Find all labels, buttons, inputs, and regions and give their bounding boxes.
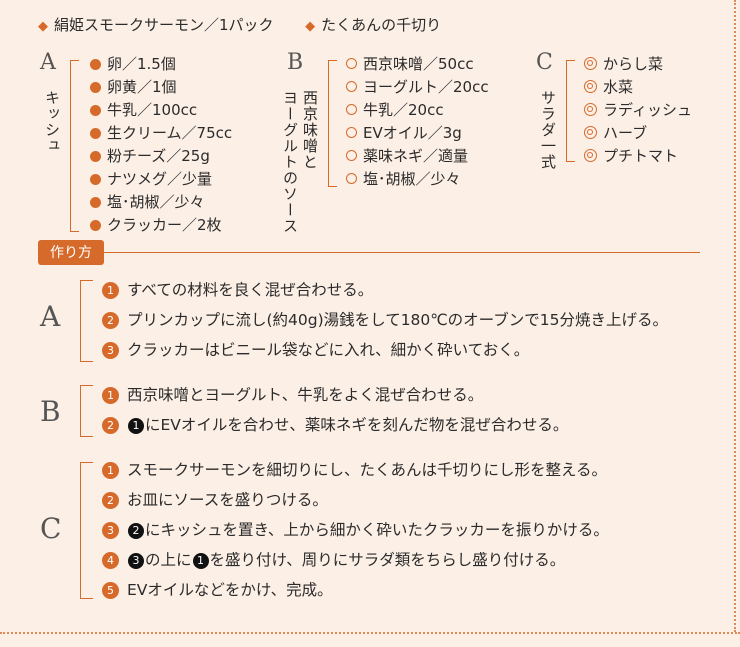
- step-letter: B: [40, 395, 61, 428]
- dot-icon: [90, 82, 101, 93]
- list-item: からし菜: [584, 53, 692, 76]
- ingredient-list: 西京味噌／50cc ヨーグルト／20cc 牛乳／20cc EVオイル／3g 薬味…: [346, 53, 489, 191]
- group-label-line1: 西京味噌と: [301, 90, 319, 170]
- group-label: キッシュ: [43, 90, 61, 154]
- double-circle-icon: [584, 126, 597, 139]
- step-letter: A: [40, 300, 61, 333]
- dot-icon: [90, 174, 101, 185]
- list-item: ナツメグ／少量: [90, 168, 232, 191]
- list-item: ラディッシュ: [584, 99, 692, 122]
- list-item: 牛乳／100cc: [90, 99, 232, 122]
- diamond-icon: ◆: [38, 19, 48, 34]
- dot-icon: [90, 151, 101, 162]
- list-item: 粉チーズ／25g: [90, 145, 232, 168]
- double-circle-icon: [584, 149, 597, 162]
- list-item: 西京味噌／50cc: [346, 53, 489, 76]
- step-reference: 3: [128, 553, 144, 569]
- bracket: [80, 462, 93, 599]
- dot-icon: [90, 220, 101, 231]
- list-item: クラッカー／2枚: [90, 214, 232, 237]
- header-item-takuan: たくあんの千切り: [321, 16, 442, 34]
- double-circle-icon: [584, 103, 597, 116]
- list-item: 水菜: [584, 76, 692, 99]
- method-heading: 作り方: [38, 240, 104, 265]
- group-label: サラダ一式: [539, 90, 557, 170]
- list-item: ハーブ: [584, 122, 692, 145]
- list-item: 塩･胡椒／少々: [90, 191, 232, 214]
- list-item: ヨーグルト／20cc: [346, 76, 489, 99]
- step-reference: 1: [192, 553, 209, 569]
- list-item: プチトマト: [584, 145, 692, 168]
- group-label-line2: ヨーグルトのソース: [281, 90, 299, 234]
- dotted-border-right: [734, 0, 736, 632]
- list-item: 卵黄／1個: [90, 76, 232, 99]
- list-item: 塩･胡椒／少々: [346, 168, 489, 191]
- ingredient-list: 卵／1.5個 卵黄／1個 牛乳／100cc 生クリーム／75cc 粉チーズ／25…: [90, 53, 232, 237]
- diamond-icon: ◆: [305, 19, 316, 34]
- group-letter: A: [40, 50, 56, 75]
- dot-icon: [90, 59, 101, 70]
- step-letter: C: [40, 512, 62, 545]
- ingredient-list: からし菜 水菜 ラディッシュ ハーブ プチトマト: [584, 53, 692, 168]
- bracket: [328, 60, 337, 187]
- dot-icon: [90, 197, 101, 208]
- bracket: [566, 60, 575, 162]
- list-item: EVオイル／3g: [346, 122, 489, 145]
- group-letter: B: [287, 50, 304, 75]
- dot-icon: [90, 128, 101, 139]
- circle-icon: [346, 173, 357, 184]
- step-reference: 2: [128, 523, 144, 539]
- circle-icon: [346, 150, 357, 161]
- circle-icon: [346, 127, 357, 138]
- list-item: 牛乳／20cc: [346, 99, 489, 122]
- dotted-border-bottom: [0, 632, 740, 634]
- header-item-salmon: 絹姫スモークサーモン／1パック: [54, 16, 274, 34]
- bracket: [80, 385, 93, 437]
- dot-icon: [90, 105, 101, 116]
- circle-icon: [346, 104, 357, 115]
- bracket: [80, 280, 93, 362]
- list-item: 薬味ネギ／適量: [346, 145, 489, 168]
- list-item: 卵／1.5個: [90, 53, 232, 76]
- bracket: [70, 60, 79, 232]
- double-circle-icon: [584, 57, 597, 70]
- header-line: ◆ 絹姫スモークサーモン／1パック ◆ たくあんの千切り: [38, 14, 441, 35]
- circle-icon: [346, 58, 357, 69]
- section-divider: [38, 252, 700, 253]
- circle-icon: [346, 81, 357, 92]
- step-reference: 1: [128, 418, 144, 434]
- group-letter: C: [536, 50, 553, 75]
- double-circle-icon: [584, 80, 597, 93]
- list-item: 生クリーム／75cc: [90, 122, 232, 145]
